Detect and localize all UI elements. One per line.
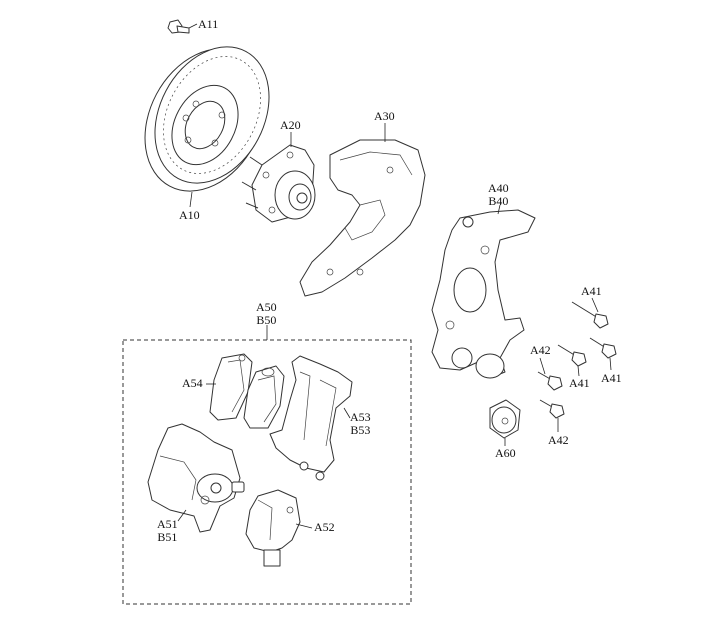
caliper-housing-icon[interactable] [147, 423, 245, 533]
label-a10: A10 [179, 208, 200, 222]
label-a53-b53: A53 B53 [350, 411, 371, 437]
splash-shield-icon[interactable] [299, 123, 426, 297]
label-a51: A51 [157, 517, 178, 531]
label-b51: B51 [157, 530, 178, 544]
label-a51-b51: A51 B51 [157, 518, 178, 544]
bushing-icon[interactable] [489, 399, 521, 446]
brake-pad-icon[interactable] [206, 365, 285, 429]
label-a41-right: A41 [601, 371, 622, 385]
bolt-icon[interactable] [557, 344, 587, 377]
caliper-bracket-icon[interactable] [269, 355, 353, 481]
bolt-icon[interactable] [589, 337, 617, 371]
label-a40-b40: A40 B40 [488, 182, 509, 208]
brake-pad-icon[interactable] [209, 353, 253, 421]
bleeder-screw-icon[interactable] [167, 19, 198, 34]
bolt-icon[interactable] [539, 399, 565, 432]
label-a52: A52 [314, 520, 335, 534]
label-a54: A54 [182, 376, 203, 390]
label-a41-top: A41 [581, 284, 602, 298]
label-a60: A60 [495, 446, 516, 460]
steering-knuckle-icon[interactable] [431, 204, 536, 379]
wheel-hub-icon[interactable] [241, 132, 316, 223]
label-a41-mid: A41 [569, 376, 590, 390]
label-a50-b50: A50 B50 [256, 301, 277, 327]
label-a50: A50 [256, 300, 277, 314]
label-a20: A20 [280, 118, 301, 132]
label-a30: A30 [374, 109, 395, 123]
parking-brake-motor-icon[interactable] [245, 489, 313, 567]
label-a40: A40 [488, 181, 509, 195]
bolt-icon[interactable] [537, 357, 563, 391]
bolt-icon[interactable] [571, 297, 609, 329]
label-a42-bottom: A42 [548, 433, 569, 447]
label-b50: B50 [256, 313, 277, 327]
label-a53: A53 [350, 410, 371, 424]
label-b53: B53 [350, 423, 371, 437]
label-b40: B40 [488, 194, 509, 208]
label-a11: A11 [198, 17, 219, 31]
brake-disc-icon[interactable] [121, 27, 291, 212]
label-a42-top: A42 [530, 343, 551, 357]
